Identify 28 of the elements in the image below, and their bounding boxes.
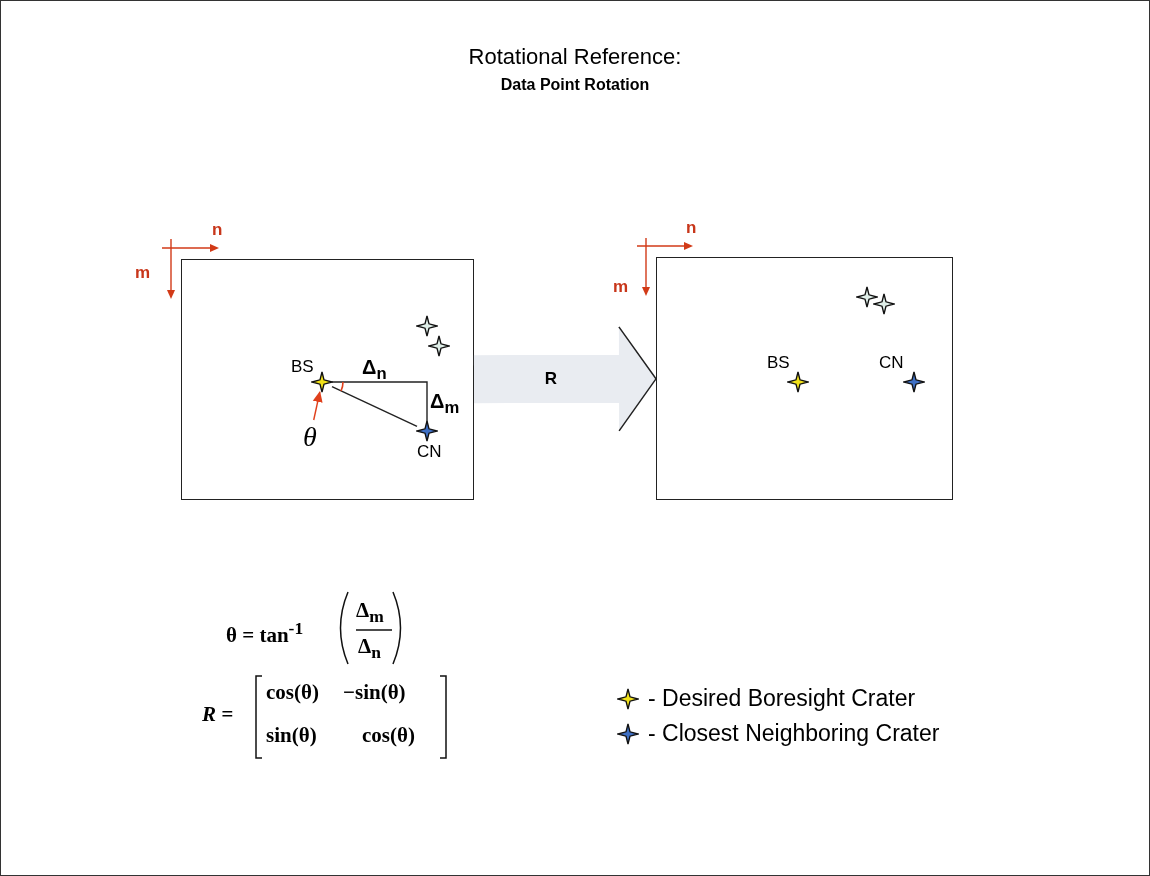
angle-symbol: θ	[302, 420, 318, 454]
image-frame	[656, 257, 953, 500]
formula-term: cos(θ)	[266, 680, 319, 705]
formula-term: sin(θ)	[266, 723, 317, 748]
formula-term: Δ$_{n}$	[358, 634, 381, 664]
point-label: CN	[417, 442, 442, 462]
formula-term: θ = tan$^{-1}$	[226, 618, 304, 648]
image-frame	[181, 259, 474, 500]
connector-line	[331, 385, 418, 428]
title: Rotational Reference:	[467, 44, 683, 70]
point-label: BS	[767, 353, 790, 373]
axis-label: n	[212, 220, 223, 240]
axis-label: m	[135, 263, 151, 283]
legend-label: - Desired Boresight Crater	[648, 684, 916, 713]
delta-label: Δ$_{n}$	[362, 356, 387, 384]
formula-term: cos(θ)	[362, 723, 415, 748]
block-arrow	[474, 326, 657, 432]
formula-term: R =	[202, 702, 234, 727]
point-label: CN	[879, 353, 904, 373]
axis-label: n	[686, 218, 697, 238]
legend-label: - Closest Neighboring Crater	[648, 719, 940, 748]
formula-term: Δ$_{m}$	[356, 598, 384, 628]
leader-line	[312, 391, 323, 421]
point-label: BS	[291, 357, 314, 377]
subtitle: Data Point Rotation	[499, 76, 651, 94]
delta-label: Δ$_{m}$	[430, 390, 460, 418]
formula-term: −sin(θ)	[343, 680, 406, 705]
axis-label: m	[613, 277, 629, 297]
